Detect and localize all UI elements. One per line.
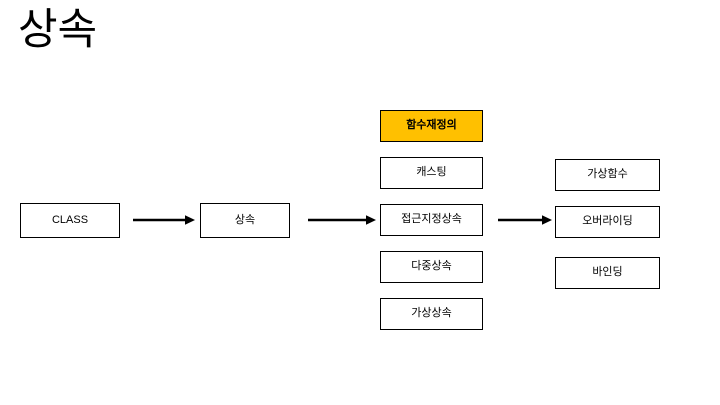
- flow-node-label: 다중상속: [411, 260, 452, 272]
- flow-node-binding[interactable]: 바인딩: [555, 257, 660, 289]
- page-title: 상속: [18, 6, 98, 54]
- arrow-right-icon-sangsok-to-access-inheritance: [308, 215, 376, 225]
- flow-node-function-redefinition[interactable]: 함수재정의: [380, 110, 483, 142]
- arrow-right-icon-access-inheritance-to-overriding: [498, 215, 552, 225]
- flow-node-label: 캐스팅: [416, 166, 447, 178]
- flow-node-sangsok[interactable]: 상속: [200, 203, 290, 238]
- flow-node-label: 가상상속: [411, 307, 452, 319]
- flow-node-multiple-inheritance[interactable]: 다중상속: [380, 251, 483, 283]
- flow-node-overriding[interactable]: 오버라이딩: [555, 206, 660, 238]
- flow-node-label: 오버라이딩: [582, 215, 633, 227]
- flow-node-label: 접근지정상속: [401, 213, 462, 225]
- flow-node-casting[interactable]: 캐스팅: [380, 157, 483, 189]
- flow-node-label: 가상함수: [587, 168, 628, 180]
- flow-node-virtual-inheritance[interactable]: 가상상속: [380, 298, 483, 330]
- flow-node-class[interactable]: CLASS: [20, 203, 120, 238]
- flow-node-access-specifier-inheritance[interactable]: 접근지정상속: [380, 204, 483, 236]
- flow-node-label: 함수재정의: [406, 119, 457, 131]
- flow-node-label: 바인딩: [592, 266, 623, 278]
- flow-node-label: CLASS: [51, 213, 89, 226]
- arrow-right-icon-class-to-sangsok: [133, 215, 195, 225]
- flow-node-virtual-function[interactable]: 가상함수: [555, 159, 660, 191]
- flow-node-label: 상속: [234, 213, 256, 226]
